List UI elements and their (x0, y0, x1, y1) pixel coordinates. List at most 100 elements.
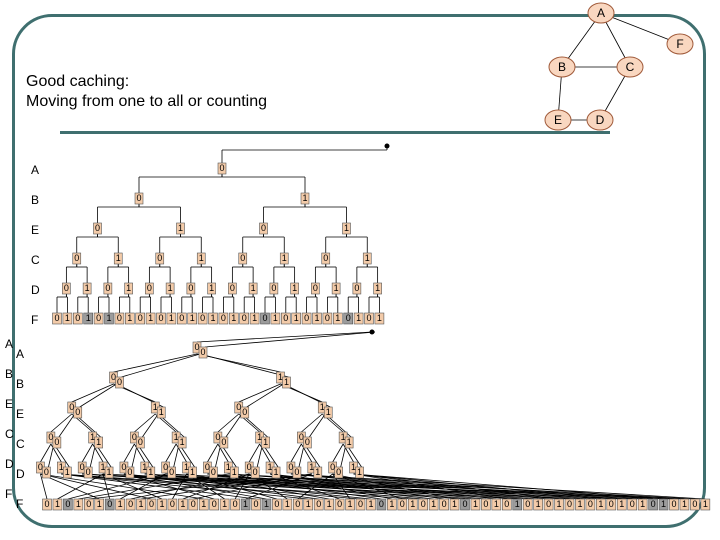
cache-leaf (575, 498, 585, 511)
cache-edge (123, 443, 135, 463)
cache-leaf-label: 1 (389, 499, 394, 509)
cache-node-label: 1 (148, 467, 153, 477)
cache-leaf-label: 1 (619, 499, 624, 509)
cache-node (261, 436, 270, 449)
cache-node (303, 436, 312, 449)
cache-leaf (313, 498, 324, 511)
cache-edge (199, 353, 289, 378)
cache-leaf-label: 1 (431, 499, 436, 509)
tree-node (300, 192, 310, 205)
cache-node-label: 0 (38, 462, 43, 472)
cache-edge (246, 383, 284, 408)
cache-edge (134, 413, 156, 433)
cache-node-label: 0 (48, 432, 53, 442)
tree-node (177, 312, 187, 325)
cache-node-label: 1 (347, 437, 352, 447)
cache-node-label: 1 (180, 437, 185, 447)
cache-leaf-label: 1 (76, 499, 81, 509)
cache-leaf-label: 1 (473, 499, 478, 509)
tree-node-label: 0 (188, 283, 193, 293)
cache-leaf (564, 498, 575, 511)
cache-node-label: 1 (159, 407, 164, 417)
tree-node (332, 312, 343, 325)
tree-node-label: 1 (251, 283, 256, 293)
cache-leaf (334, 498, 345, 511)
cache-leaf (251, 498, 261, 511)
tree-node-label: 0 (346, 313, 351, 323)
tree-node (280, 312, 291, 325)
tree-node-label: 0 (261, 223, 266, 233)
graph-node (544, 109, 572, 131)
cache-level-label: D (5, 457, 14, 471)
tree-node (228, 282, 237, 295)
cache-node-label: 0 (80, 462, 85, 472)
cache-leaf (188, 498, 199, 511)
cache-node-label: 1 (315, 467, 320, 477)
tree-node-label: 1 (365, 253, 370, 263)
cache-edge (193, 473, 312, 500)
cache-leaf (94, 498, 105, 511)
tree-node-label: 0 (95, 223, 100, 233)
cache-leaf (491, 498, 502, 511)
tree-node (279, 252, 289, 265)
cache-leaf-label: 1 (598, 499, 603, 509)
tree-node-label: 0 (271, 283, 276, 293)
tree-node (374, 312, 385, 325)
tree-node (165, 282, 175, 295)
cache-edge (79, 383, 117, 408)
cache-node-label: 0 (215, 432, 220, 442)
cache-node-label: 1 (278, 372, 283, 382)
tree-node-label: 1 (126, 283, 131, 293)
cache-edge (61, 473, 257, 500)
tree-node-label: 0 (96, 313, 101, 323)
cache-node (136, 436, 145, 449)
cache-node-label: 1 (320, 402, 325, 412)
slide-title: Good caching: Moving from one to all or … (26, 72, 267, 112)
tree-node-label: 1 (199, 253, 204, 263)
cache-node (188, 466, 197, 479)
tree-node-label: 1 (210, 313, 215, 323)
cache-edge (71, 383, 114, 403)
tree-node (124, 282, 133, 295)
level-label: B (31, 193, 39, 207)
tree-node (155, 252, 165, 265)
cache-leaf-label: 0 (442, 499, 447, 509)
cache-leaf-label: 1 (201, 499, 206, 509)
cache-leaf-label: 0 (316, 499, 321, 509)
cache-leaf-label: 1 (661, 499, 666, 509)
cache-leaf (460, 498, 470, 511)
tree-node-label: 1 (302, 193, 307, 203)
tree-node-label: 1 (106, 313, 111, 323)
cache-leaf (136, 498, 146, 511)
cache-leaf (230, 498, 240, 511)
cache-node (52, 436, 62, 449)
cache-leaf-label: 1 (118, 499, 123, 509)
tree-node-label: 1 (335, 313, 340, 323)
cache-node-label: 1 (190, 467, 195, 477)
cache-leaf-label: 0 (671, 499, 676, 509)
tree-node (269, 282, 279, 295)
cache-leaf (418, 498, 429, 511)
cache-level-label: E (16, 407, 24, 421)
cache-leaf-label: 0 (253, 499, 258, 509)
cache-leaf (104, 498, 115, 511)
cache-leaf-label: 0 (421, 499, 426, 509)
cache-leaf-label: 0 (86, 499, 91, 509)
cache-node-label: 1 (153, 402, 158, 412)
cache-leaf (470, 498, 481, 511)
tree-node (196, 252, 206, 265)
slide-frame (12, 14, 706, 528)
cache-edge (123, 473, 215, 500)
tree-node (321, 252, 331, 265)
cache-leaf-label: 1 (55, 499, 60, 509)
tree-node-label: 0 (64, 283, 69, 293)
cache-edge (248, 443, 260, 463)
cache-edge (40, 473, 48, 500)
graph-node (548, 56, 576, 78)
cache-node-label: 0 (211, 467, 216, 477)
tree-node (364, 312, 374, 325)
cache-node-label: 1 (309, 462, 314, 472)
tree-node (331, 282, 341, 295)
cache-leaf (387, 498, 397, 511)
